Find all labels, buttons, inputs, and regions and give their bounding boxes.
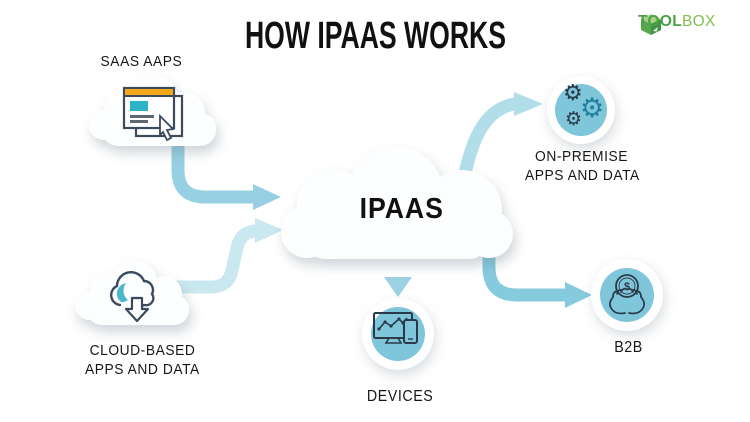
logo-tool-text: TOOL <box>638 13 682 30</box>
gear-icon: ⚙ <box>580 93 605 124</box>
dollar-sign: $ <box>624 281 630 293</box>
saas-label: SAAS AAPS <box>100 53 182 70</box>
devices-label: DEVICES <box>366 388 434 405</box>
page-title: HOW IPAAS WORKS <box>0 15 750 58</box>
cloud-based-cloud <box>75 260 189 325</box>
logo-box-text: BOX <box>681 13 716 30</box>
arrow-cloudbased-to-ipaas <box>168 218 283 294</box>
toolbox-cube-icon <box>641 14 661 35</box>
arrow-ipaas-to-onpremise <box>457 92 543 185</box>
page-title-text: HOW IPAAS WORKS <box>244 15 506 57</box>
gear-icon: ⚙ <box>563 81 583 106</box>
arrow-saas-to-ipaas <box>171 133 281 210</box>
cloud-based-label: CLOUD-BASED APPS AND DATA <box>84 342 200 378</box>
gear-icon: ⚙ <box>565 108 583 130</box>
cloud-download-icon <box>110 271 155 323</box>
ipaas-cloud <box>281 146 513 259</box>
toolbox-logo: TOOLBOX <box>638 13 716 31</box>
arrow-ipaas-to-b2b <box>482 233 592 308</box>
b2b-node <box>591 259 663 331</box>
toolbox-logo-text: TOOLBOX <box>638 13 716 31</box>
on-premise-node <box>547 76 615 144</box>
on-premise-label: ON-PREMISE APPS AND DATA <box>524 148 640 184</box>
ipaas-label: IPAAS <box>359 193 444 225</box>
hands-coin-icon: $ <box>609 274 645 315</box>
b2b-label: B2B <box>614 339 644 356</box>
browser-window-cursor-icon <box>122 86 184 142</box>
devices-node <box>362 298 434 370</box>
monitor-phone-icon <box>373 312 418 344</box>
